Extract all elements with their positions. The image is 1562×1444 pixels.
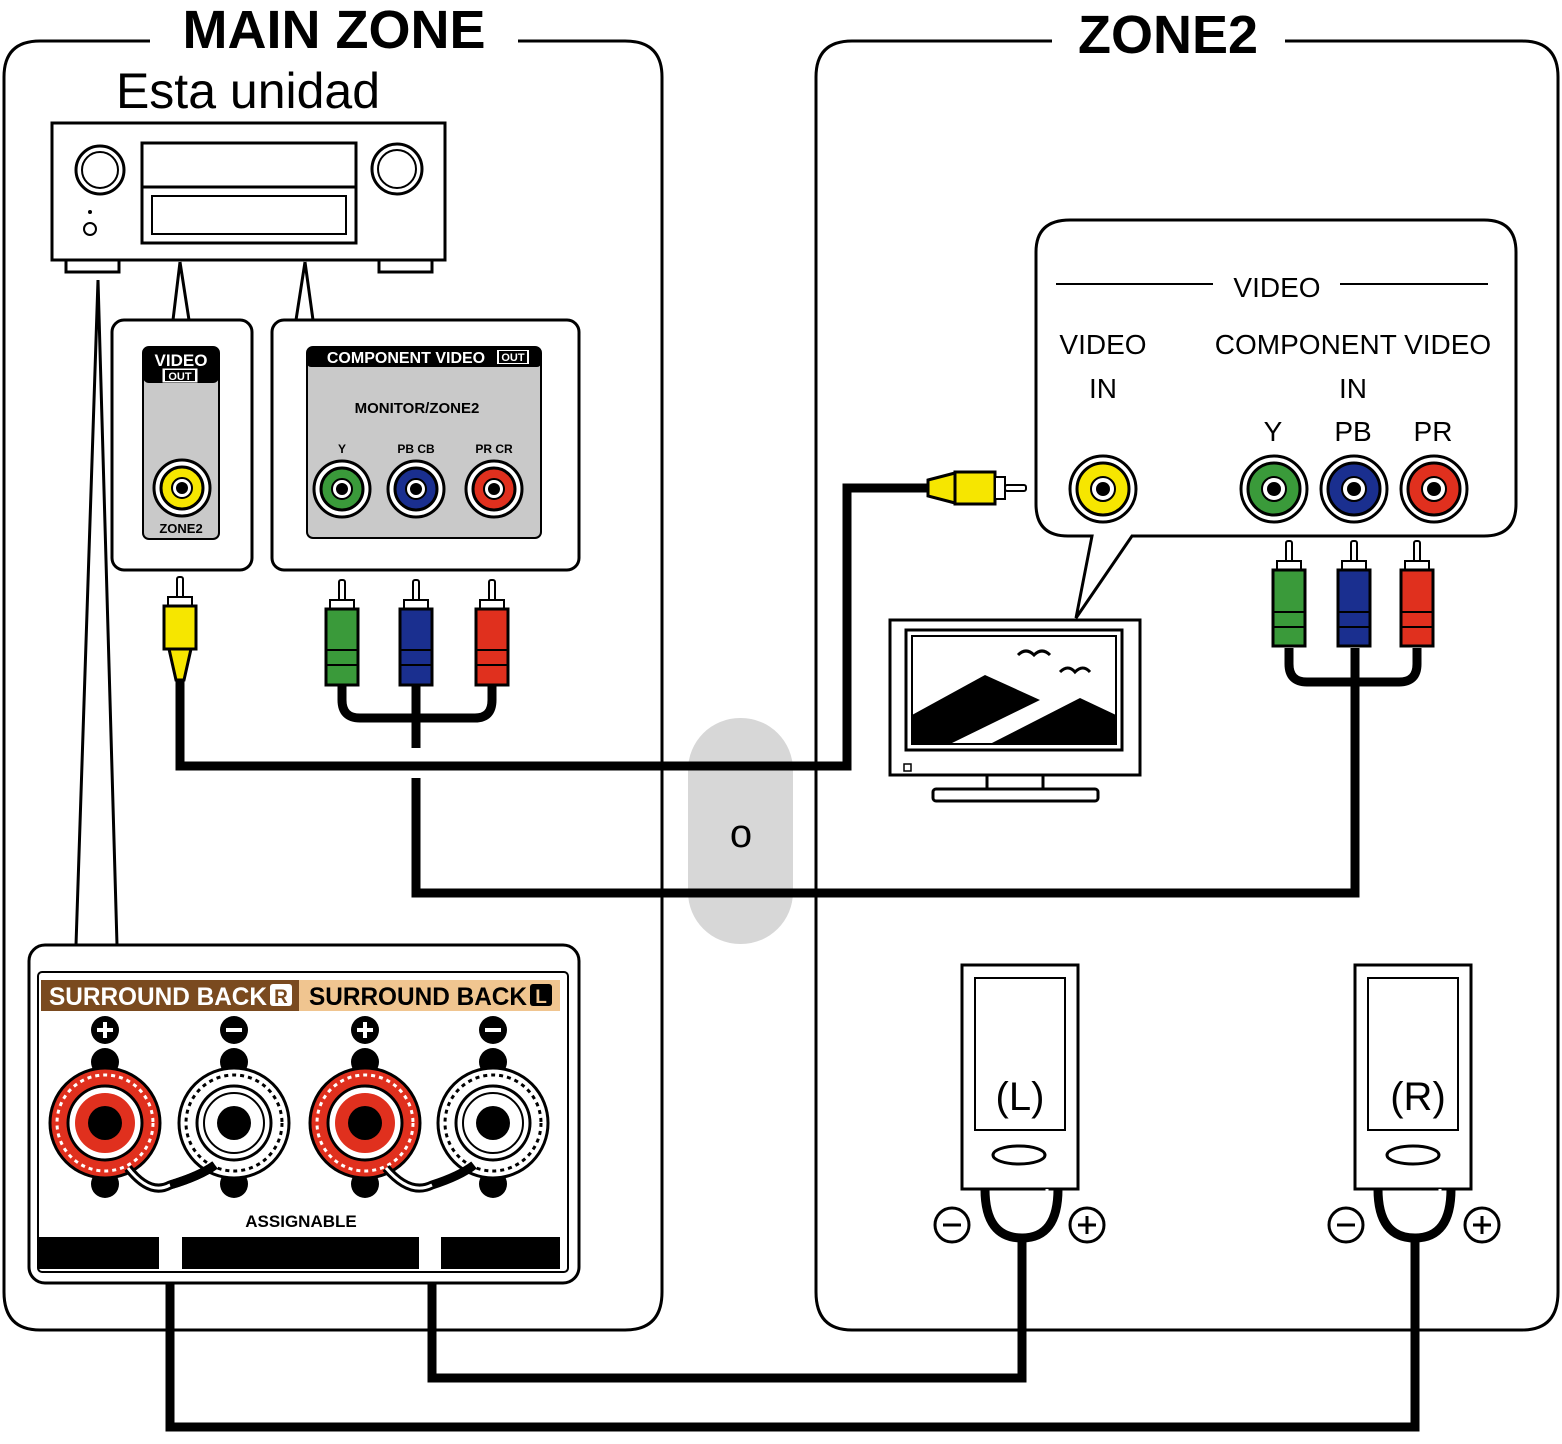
tv-video-in-label-2: IN (1089, 373, 1117, 404)
terminal-sbr-minus-icon (177, 1048, 291, 1198)
component-out-subtitle: MONITOR/ZONE2 (355, 400, 480, 417)
speaker-terminal-panel: SURROUND BACK R SURROUND BACK L (27, 943, 581, 1285)
speaker-right-label: (R) (1390, 1075, 1446, 1119)
tv-icon (888, 618, 1142, 803)
or-label: o (730, 812, 752, 856)
speaker-left-icon (933, 963, 1106, 1244)
plus-icon (351, 1016, 379, 1044)
speaker-left-label: (L) (996, 1075, 1045, 1119)
terminal-sbl-minus-icon (436, 1048, 550, 1198)
main-zone-title: MAIN ZONE (183, 0, 486, 60)
video-out-jack-icon (152, 458, 212, 518)
surround-back-l-tag: L (535, 987, 547, 1008)
surround-back-l-label: SURROUND BACK (309, 983, 527, 1011)
unit-label: Esta unidad (116, 63, 380, 119)
tv-pr-in-jack-icon (1399, 454, 1469, 524)
video-out-badge: OUT (168, 371, 192, 383)
main-zone-frame (2, 39, 664, 1332)
terminal-sbr-plus-icon (48, 1048, 162, 1198)
component-out-panel: COMPONENT VIDEO OUT MONITOR/ZONE2 Y PB C… (270, 318, 581, 572)
component-out-pr-label: PR CR (475, 442, 513, 456)
component-out-y-label: Y (338, 442, 346, 456)
surround-back-r-tag: R (274, 987, 288, 1008)
zone2-title: ZONE2 (1078, 5, 1258, 65)
component-out-y-jack-icon (312, 459, 372, 519)
or-indicator (688, 718, 793, 944)
speaker-callout-pointer (74, 279, 119, 946)
tv-y-label: Y (1264, 416, 1283, 447)
tv-blue-pb-plug-icon (1336, 540, 1372, 648)
tv-component-in-label: COMPONENT VIDEO (1215, 329, 1491, 360)
blue-pb-plug-icon (398, 579, 434, 687)
tv-video-in-jack-icon (1068, 454, 1138, 524)
tv-pr-label: PR (1414, 416, 1453, 447)
component-callout-pointer (294, 261, 315, 321)
speaker-right-icon (1327, 963, 1501, 1244)
minus-icon (220, 1016, 248, 1044)
yellow-video-plug-icon (162, 576, 198, 682)
tv-pb-in-jack-icon (1319, 454, 1389, 524)
component-out-badge: OUT (501, 352, 525, 364)
minus-icon (479, 1016, 507, 1044)
component-cable-zone2 (1284, 648, 1422, 687)
red-pr-plug-icon (474, 579, 510, 687)
component-out-title: COMPONENT VIDEO (327, 350, 485, 367)
tv-green-y-plug-icon (1271, 540, 1307, 648)
component-out-pb-jack-icon (386, 459, 446, 519)
component-out-pb-label: PB CB (397, 442, 435, 456)
speaker-cable-right (165, 1180, 1420, 1432)
tv-y-in-jack-icon (1239, 454, 1309, 524)
green-y-plug-icon (324, 579, 360, 687)
component-cable-main (337, 684, 497, 748)
tv-component-in-label-2: IN (1339, 373, 1367, 404)
receiver-right-knob-icon (370, 142, 424, 196)
tv-video-in-label: VIDEO (1059, 329, 1146, 360)
video-out-panel: VIDEO OUT ZONE2 (110, 318, 254, 572)
terminal-sbl-plus-icon (308, 1048, 422, 1198)
video-callout-pointer (171, 261, 191, 321)
tv-input-panel: VIDEO VIDEO IN COMPONENT VIDEO IN Y PB P… (1034, 218, 1518, 619)
composite-video-cable (175, 483, 928, 771)
component-out-pr-jack-icon (464, 459, 524, 519)
surround-back-r-label: SURROUND BACK (49, 983, 267, 1011)
video-out-zone2-label: ZONE2 (159, 521, 202, 536)
zone2-frame (814, 39, 1560, 1332)
component-cable-run (411, 648, 1360, 898)
av-receiver (50, 121, 447, 274)
tv-red-pr-plug-icon (1399, 540, 1435, 648)
plus-icon (91, 1016, 119, 1044)
assignable-label: ASSIGNABLE (245, 1212, 356, 1231)
tv-yellow-video-plug-icon (926, 470, 1027, 506)
video-out-title: VIDEO (155, 351, 208, 370)
receiver-power-button-icon (83, 222, 97, 236)
tv-video-section-label: VIDEO (1233, 272, 1320, 303)
tv-pb-label: PB (1334, 416, 1371, 447)
receiver-display (140, 141, 358, 245)
receiver-left-knob-icon (74, 144, 126, 196)
